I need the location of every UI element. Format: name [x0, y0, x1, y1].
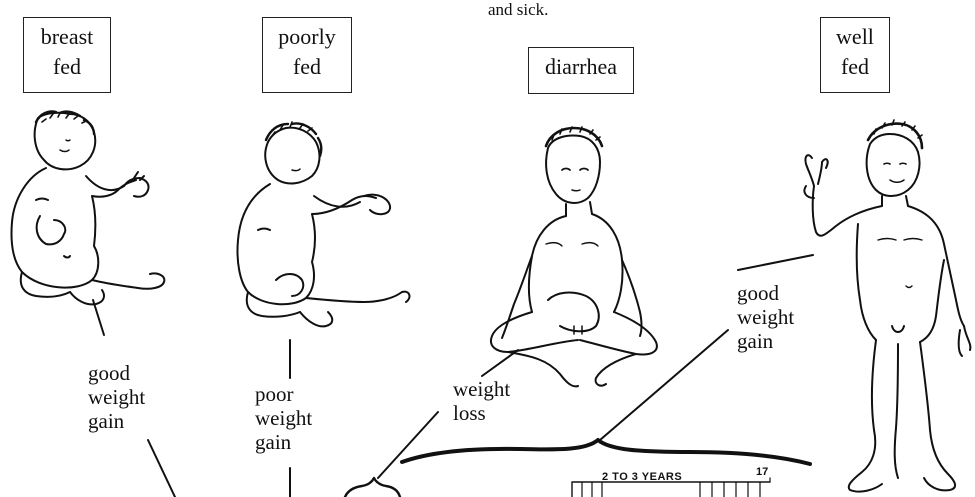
breast-fed-infant-figure	[11, 111, 164, 304]
well-fed-child-waving-figure	[804, 120, 970, 492]
growth-chart-tick-number: 17	[756, 466, 768, 478]
growth-chart-age-label: 2 TO 3 YEARS	[602, 471, 682, 483]
age-braces	[345, 440, 810, 497]
diarrhea-emaciated-child-figure	[491, 127, 657, 386]
pointer-lines	[93, 255, 813, 497]
poorly-fed-infant-figure	[237, 122, 409, 326]
